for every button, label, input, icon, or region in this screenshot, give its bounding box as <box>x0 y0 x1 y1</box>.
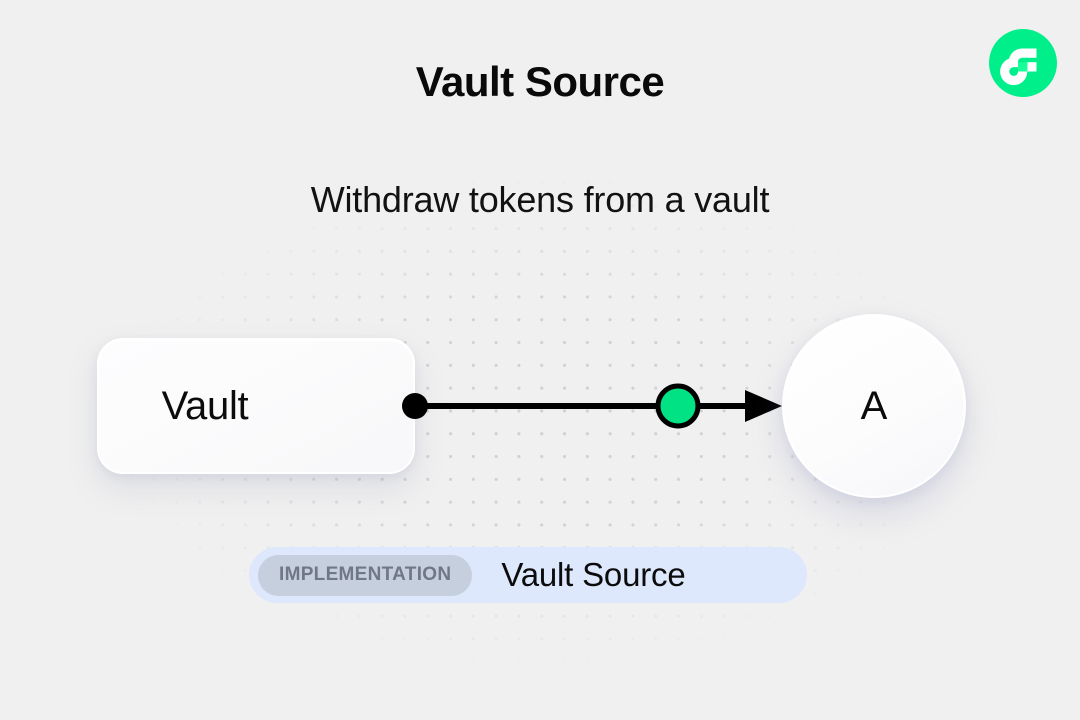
source-port[interactable] <box>402 393 428 419</box>
flow-logo-icon <box>989 29 1057 97</box>
node-a[interactable]: A <box>782 314 966 498</box>
arrowhead <box>745 390 782 422</box>
node-a-label: A <box>860 383 888 428</box>
node-vault-label: Vault <box>161 383 249 428</box>
edge-midpoint-handle[interactable] <box>655 383 701 429</box>
implementation-badge: IMPLEMENTATION Vault Source <box>249 547 807 603</box>
page-title: Vault Source <box>415 58 665 105</box>
implementation-tag: IMPLEMENTATION <box>258 554 473 596</box>
edge-connector[interactable] <box>390 372 800 442</box>
page-subtitle: Withdraw tokens from a vault <box>310 179 770 220</box>
implementation-name: Vault Source <box>501 556 686 593</box>
node-vault[interactable]: Vault <box>97 338 415 474</box>
